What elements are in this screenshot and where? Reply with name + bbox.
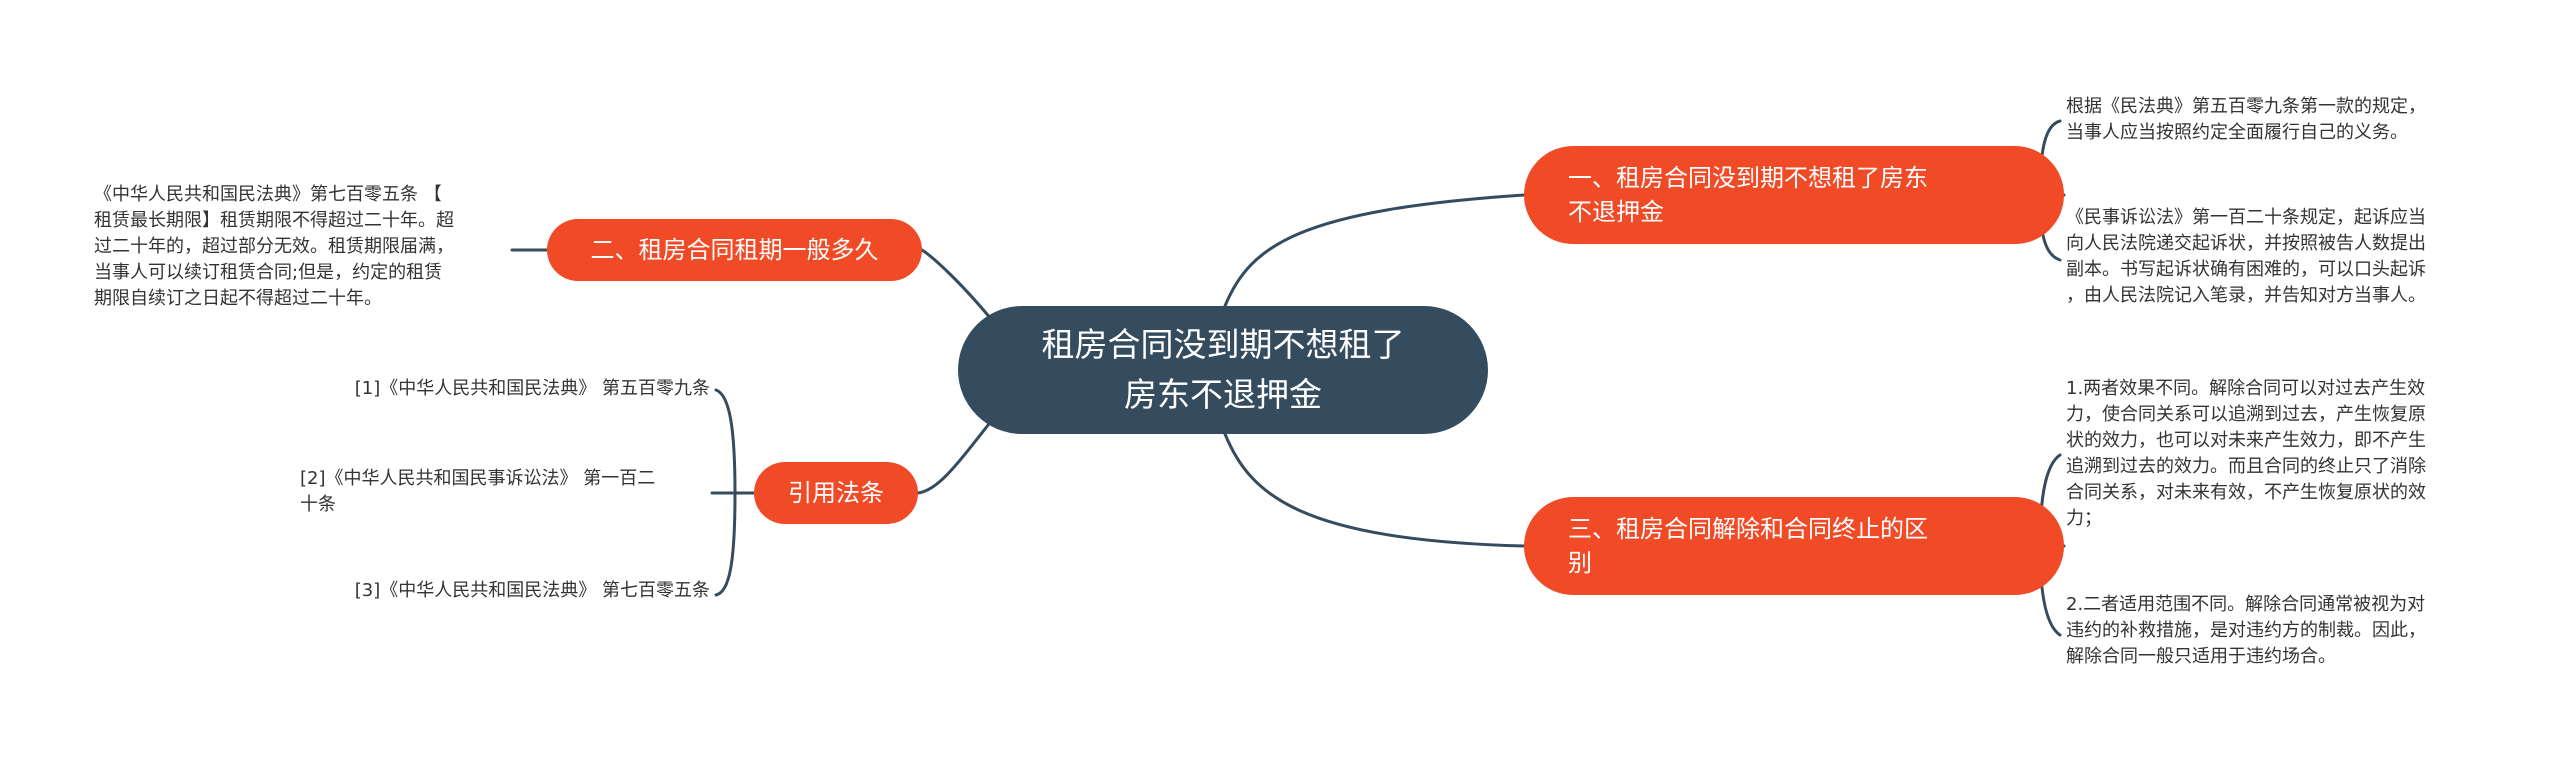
root-topic-line-1: 租房合同没到期不想租了 bbox=[1041, 325, 1405, 364]
branch-topic-2-label: 二、租房合同租期一般多久 bbox=[590, 236, 879, 264]
leaf-line: 期限自续订之日起不得超过二十年。 bbox=[94, 288, 382, 309]
leaf-line: 根据《民法典》第五百零九条第一款的规定， bbox=[2066, 96, 2426, 117]
leaf-citation-1[interactable]: [1]《中华人民共和国民法典》 第五百零九条 bbox=[300, 376, 710, 402]
leaf-line: 向人民法院递交起诉状，并按照被告人数提出 bbox=[2066, 233, 2426, 254]
leaf-line: 解除合同一般只适用于违约场合。 bbox=[2066, 646, 2336, 667]
branch-topic-2[interactable]: 二、租房合同租期一般多久 bbox=[547, 219, 922, 281]
leaf-citation-2[interactable]: [2]《中华人民共和国民事诉讼法》 第一百二 十条 bbox=[300, 466, 710, 518]
leaf-line: 租赁最长期限】租赁期限不得超过二十年。超 bbox=[94, 210, 454, 231]
edge-root-b3 bbox=[1223, 432, 1526, 548]
edge-root-b4 bbox=[916, 408, 1002, 495]
leaf-line: 违约的补救措施，是对违约方的制裁。因此， bbox=[2066, 620, 2426, 641]
root-topic-line-2: 房东不退押金 bbox=[1124, 375, 1322, 414]
branch-topic-1[interactable]: 一、租房合同没到期不想租了房东 不退押金 bbox=[1524, 146, 2064, 244]
leaf-line: 《民事诉讼法》第一百二十条规定，起诉应当 bbox=[2066, 207, 2426, 228]
edge-root-b1 bbox=[1223, 193, 1526, 308]
branch-topic-1-line-2: 不退押金 bbox=[1568, 198, 1664, 226]
leaf-line: [3]《中华人民共和国民法典》 第七百零五条 bbox=[354, 580, 710, 601]
leaf-effect-difference[interactable]: 1.两者效果不同。解除合同可以对过去产生效 力，使合同关系可以追溯到过去，产生恢… bbox=[2066, 376, 2486, 532]
edge-b4-leaves bbox=[710, 388, 756, 597]
branch-topic-3-line-2: 别 bbox=[1568, 549, 1592, 577]
branch-topic-citations-label: 引用法条 bbox=[788, 479, 884, 507]
leaf-line: [1]《中华人民共和国民法典》 第五百零九条 bbox=[354, 378, 710, 399]
leaf-line: 1.两者效果不同。解除合同可以对过去产生效 bbox=[2066, 378, 2426, 399]
leaf-line: [2]《中华人民共和国民事诉讼法》 第一百二 bbox=[300, 468, 656, 489]
leaf-civil-procedure-120[interactable]: 《民事诉讼法》第一百二十条规定，起诉应当 向人民法院递交起诉状，并按照被告人数提… bbox=[2066, 205, 2486, 309]
leaf-civil-code-705[interactable]: 《中华人民共和国民法典》第七百零五条 【 租赁最长期限】租赁期限不得超过二十年。… bbox=[94, 182, 514, 312]
leaf-line: 十条 bbox=[300, 494, 336, 515]
leaf-line: 追溯到过去的效力。而且合同的终止只了消除 bbox=[2066, 456, 2426, 477]
leaf-line: 当事人可以续订租赁合同;但是，约定的租赁 bbox=[94, 262, 443, 283]
leaf-line: 当事人应当按照约定全面履行自己的义务。 bbox=[2066, 122, 2408, 143]
leaf-line: 状的效力，也可以对未来产生效力，即不产生 bbox=[2066, 430, 2426, 451]
leaf-line: 力； bbox=[2066, 508, 2102, 529]
leaf-line: 2.二者适用范围不同。解除合同通常被视为对 bbox=[2066, 594, 2426, 615]
leaf-civil-code-509[interactable]: 根据《民法典》第五百零九条第一款的规定， 当事人应当按照约定全面履行自己的义务。 bbox=[2066, 94, 2506, 146]
branch-topic-3-line-1: 三、租房合同解除和合同终止的区 bbox=[1568, 515, 1928, 543]
leaf-line: 过二十年的，超过部分无效。租赁期限届满， bbox=[94, 236, 454, 257]
leaf-line: 合同关系，对未来有效，不产生恢复原状的效 bbox=[2066, 482, 2426, 503]
leaf-line: ，由人民法院记入笔录，并告知对方当事人。 bbox=[2066, 285, 2426, 306]
leaf-scope-difference[interactable]: 2.二者适用范围不同。解除合同通常被视为对 违约的补救措施，是对违约方的制裁。因… bbox=[2066, 592, 2486, 670]
leaf-line: 副本。书写起诉状确有困难的，可以口头起诉 bbox=[2066, 259, 2426, 280]
leaf-citation-3[interactable]: [3]《中华人民共和国民法典》 第七百零五条 bbox=[300, 578, 710, 604]
root-topic[interactable]: 租房合同没到期不想租了 房东不退押金 bbox=[958, 306, 1488, 434]
branch-topic-1-line-1: 一、租房合同没到期不想租了房东 bbox=[1568, 164, 1928, 192]
leaf-line: 力，使合同关系可以追溯到过去，产生恢复原 bbox=[2066, 404, 2426, 425]
branch-topic-citations[interactable]: 引用法条 bbox=[754, 462, 918, 524]
leaf-line: 《中华人民共和国民法典》第七百零五条 【 bbox=[94, 184, 442, 205]
branch-topic-3[interactable]: 三、租房合同解除和合同终止的区 别 bbox=[1524, 497, 2064, 595]
